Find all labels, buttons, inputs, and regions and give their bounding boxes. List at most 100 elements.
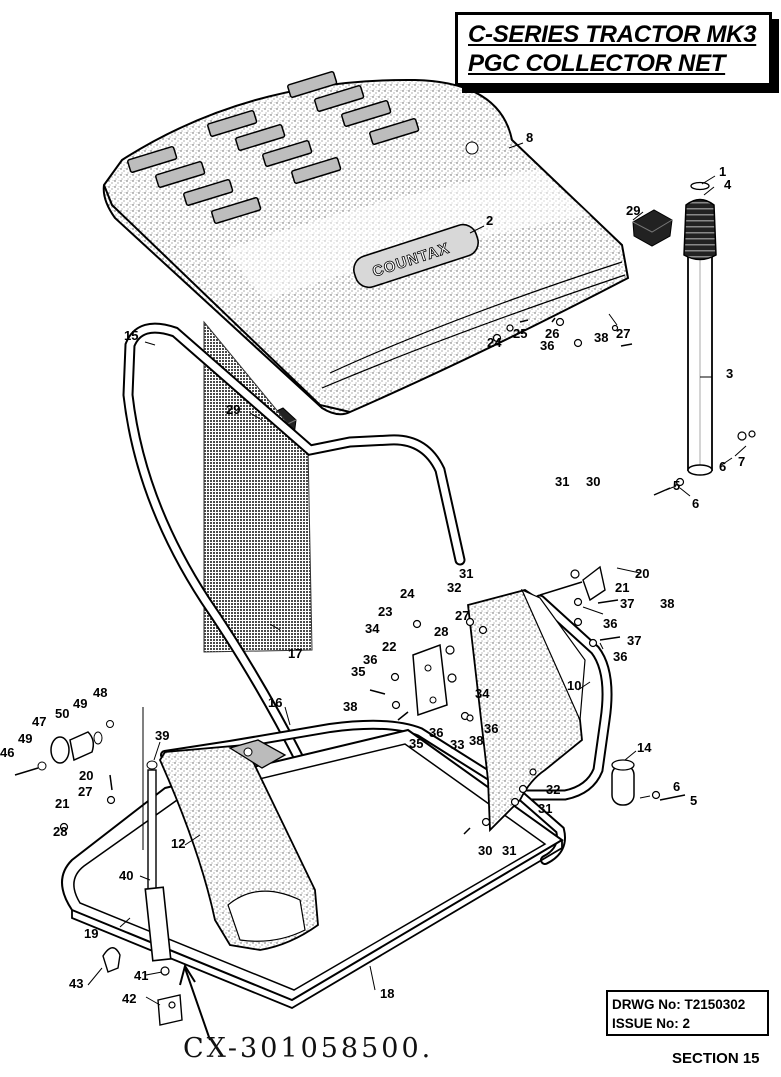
callout-38c: 38 [343, 699, 357, 714]
callout-29b: 29 [226, 402, 240, 417]
callout-28b: 28 [53, 824, 67, 839]
callout-36b: 36 [603, 616, 617, 631]
callout-38b: 38 [660, 596, 674, 611]
callout-17: 17 [288, 646, 302, 661]
callout-36e: 36 [429, 725, 443, 740]
callout-23: 23 [378, 604, 392, 619]
callout-6c: 6 [673, 779, 680, 794]
fasteners [59, 317, 756, 1009]
callout-1: 1 [719, 164, 726, 179]
callout-29: 29 [626, 203, 640, 218]
callout-42: 42 [122, 991, 136, 1006]
callout-24: 24 [487, 335, 502, 350]
callout-24b: 24 [400, 586, 415, 601]
callout-31d: 31 [502, 843, 516, 858]
callout-34b: 34 [475, 686, 490, 701]
callout-5: 5 [673, 478, 680, 493]
vent-slot [287, 70, 338, 98]
gas-strut [144, 760, 172, 962]
callout-3: 3 [726, 366, 733, 381]
vent-slot [127, 145, 178, 173]
callout-40: 40 [119, 868, 133, 883]
callout-10: 10 [567, 678, 581, 693]
vent-slot [235, 123, 286, 151]
hook-clip [102, 947, 121, 973]
callout-20: 20 [635, 566, 649, 581]
drawing-info-box: DRWG No: T2150302 ISSUE No: 2 [606, 990, 769, 1036]
callout-31c: 31 [538, 801, 552, 816]
hinge-bracket [228, 739, 287, 769]
callout-33: 33 [450, 737, 464, 752]
title-line-2: PGC COLLECTOR NET [468, 50, 726, 77]
leader-lines [87, 142, 747, 1006]
handwritten-note: CX-301058500. [183, 1033, 434, 1064]
side-plate-left [158, 744, 319, 951]
callout-49b: 49 [73, 696, 87, 711]
title-block: C-SERIES TRACTOR MK3 PGC COLLECTOR NET [455, 12, 772, 86]
note-arrow [179, 963, 211, 1041]
callout-8: 8 [526, 130, 533, 145]
vent-slot [155, 160, 206, 188]
rubber-buffer [632, 209, 673, 247]
callout-22: 22 [382, 639, 396, 654]
bracket-right [539, 565, 606, 602]
callout-20b: 20 [79, 768, 93, 783]
vent-slot [369, 117, 420, 145]
callout-15: 15 [124, 328, 138, 343]
callout-6: 6 [719, 459, 726, 474]
callout-30b: 30 [478, 843, 492, 858]
callout-37: 37 [620, 596, 634, 611]
callout-36f: 36 [484, 721, 498, 736]
callout-5b: 5 [690, 793, 697, 808]
vent-slot [291, 156, 342, 184]
callout-12: 12 [171, 836, 185, 851]
vent-slot [262, 139, 313, 167]
callout-19: 19 [84, 926, 98, 941]
collector-net-mesh [203, 320, 313, 653]
callout-50: 50 [55, 706, 69, 721]
drawing-number: DRWG No: T2150302 [612, 997, 746, 1012]
callout-4: 4 [724, 177, 732, 192]
callout-26: 26 [545, 326, 559, 341]
clamp-bracket [157, 994, 183, 1026]
vent-slot [341, 99, 392, 127]
callout-35: 35 [351, 664, 365, 679]
section-label: SECTION 15 [672, 1050, 760, 1067]
callout-27: 27 [616, 326, 630, 341]
lever-handle [683, 181, 717, 476]
callout-18: 18 [380, 986, 394, 1001]
callout-35b: 35 [409, 736, 423, 751]
callout-6b: 6 [692, 496, 699, 511]
callout-47: 47 [32, 714, 46, 729]
callout-14: 14 [637, 740, 652, 755]
callout-39: 39 [155, 728, 169, 743]
callout-27c: 27 [78, 784, 92, 799]
wheel-assembly [14, 720, 114, 776]
callout-25: 25 [513, 326, 527, 341]
callout-38: 38 [594, 330, 608, 345]
callout-30: 30 [586, 474, 600, 489]
callout-21: 21 [615, 580, 629, 595]
callout-48: 48 [93, 685, 107, 700]
callout-37b: 37 [627, 633, 641, 648]
callout-36d: 36 [363, 652, 377, 667]
callout-36: 36 [540, 338, 554, 353]
callout-31: 31 [555, 474, 569, 489]
callout-labels: 1 2 3 4 5 5 6 6 6 7 8 10 12 14 15 16 17 … [0, 130, 745, 1006]
vent-slot [314, 84, 365, 112]
callout-32: 32 [447, 580, 461, 595]
callout-28: 28 [434, 624, 448, 639]
callout-46: 46 [0, 745, 14, 760]
callout-38d: 38 [469, 733, 483, 748]
title-line-1: C-SERIES TRACTOR MK3 [468, 21, 757, 48]
callout-31b: 31 [459, 566, 473, 581]
callout-27b: 27 [455, 608, 469, 623]
bracket-plate [412, 643, 448, 717]
tube-end [611, 759, 635, 806]
vent-slot [211, 196, 262, 224]
callout-21b: 21 [55, 796, 69, 811]
callout-2: 2 [486, 213, 493, 228]
issue-number: ISSUE No: 2 [612, 1016, 691, 1031]
